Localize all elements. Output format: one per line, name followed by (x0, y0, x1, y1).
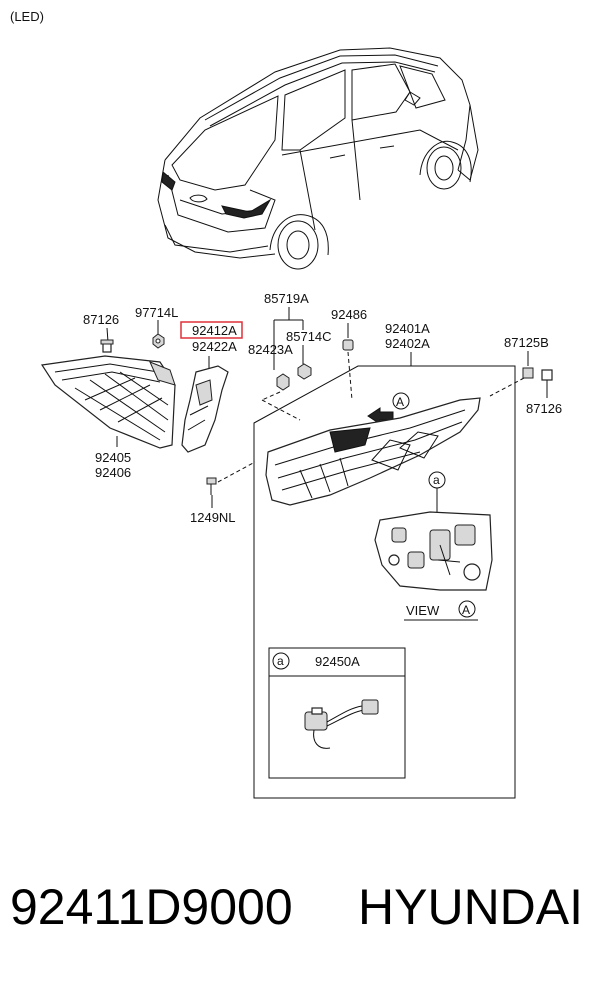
view-word: VIEW (406, 603, 440, 618)
label-92450A: 92450A (315, 654, 360, 669)
label-92422A: 92422A (192, 339, 237, 354)
callout-a-top-letter: a (433, 473, 440, 487)
screw-1249NL (206, 477, 217, 495)
grommet-92486 (342, 339, 354, 351)
label-92401A: 92401A (385, 321, 430, 336)
bolt-87126-left (100, 339, 114, 353)
label-85714C: 85714C (286, 329, 332, 344)
view-letter: A (462, 603, 470, 617)
highlight-box-92412A (180, 321, 243, 339)
label-87126-right: 87126 (526, 401, 562, 416)
footer-brand: HYUNDAI (358, 879, 584, 935)
main-frame (253, 365, 516, 799)
view-letter-circle (458, 600, 476, 618)
clip-82423A (276, 373, 290, 391)
label-85719A: 85719A (264, 291, 309, 306)
callout-a-top: a (428, 471, 446, 520)
nut-97714L (152, 333, 165, 349)
label-1249NL: 1249NL (190, 510, 236, 525)
car-tail-lamp-left (161, 171, 176, 191)
arrow-letter: A (396, 395, 404, 409)
footer-caption: 92411D9000 HYUNDAI (10, 872, 595, 952)
label-92402A: 92402A (385, 336, 430, 351)
label-92405: 92405 (95, 450, 131, 465)
socket-inset: a 92450A (268, 647, 406, 779)
label-87126-left: 87126 (83, 312, 119, 327)
label-92406: 92406 (95, 465, 131, 480)
label-82423A: 82423A (248, 342, 293, 357)
car-emblem (189, 194, 208, 203)
footer-part-number: 92411D9000 (10, 879, 293, 935)
bolt-87126-right (541, 369, 553, 381)
callout-a-box-letter: a (277, 654, 284, 668)
leader-lines (106, 307, 548, 508)
bracket-92422A (181, 365, 229, 453)
lamp-back-view (374, 511, 493, 591)
rear-lamp-92401A (265, 397, 481, 506)
label-92486: 92486 (331, 307, 367, 322)
clip-85714C (297, 363, 312, 380)
inner-lamp-92405 (40, 355, 176, 449)
label-92412A: 92412A (192, 323, 237, 338)
bolt-87125B (522, 367, 534, 379)
label-87125B: 87125B (504, 335, 549, 350)
label-97714L: 97714L (135, 305, 178, 320)
led-note: (LED) (10, 9, 44, 24)
assembly-dash-lines (217, 351, 525, 483)
car-illustration (157, 47, 479, 270)
car-tail-lamp-right (221, 198, 272, 219)
